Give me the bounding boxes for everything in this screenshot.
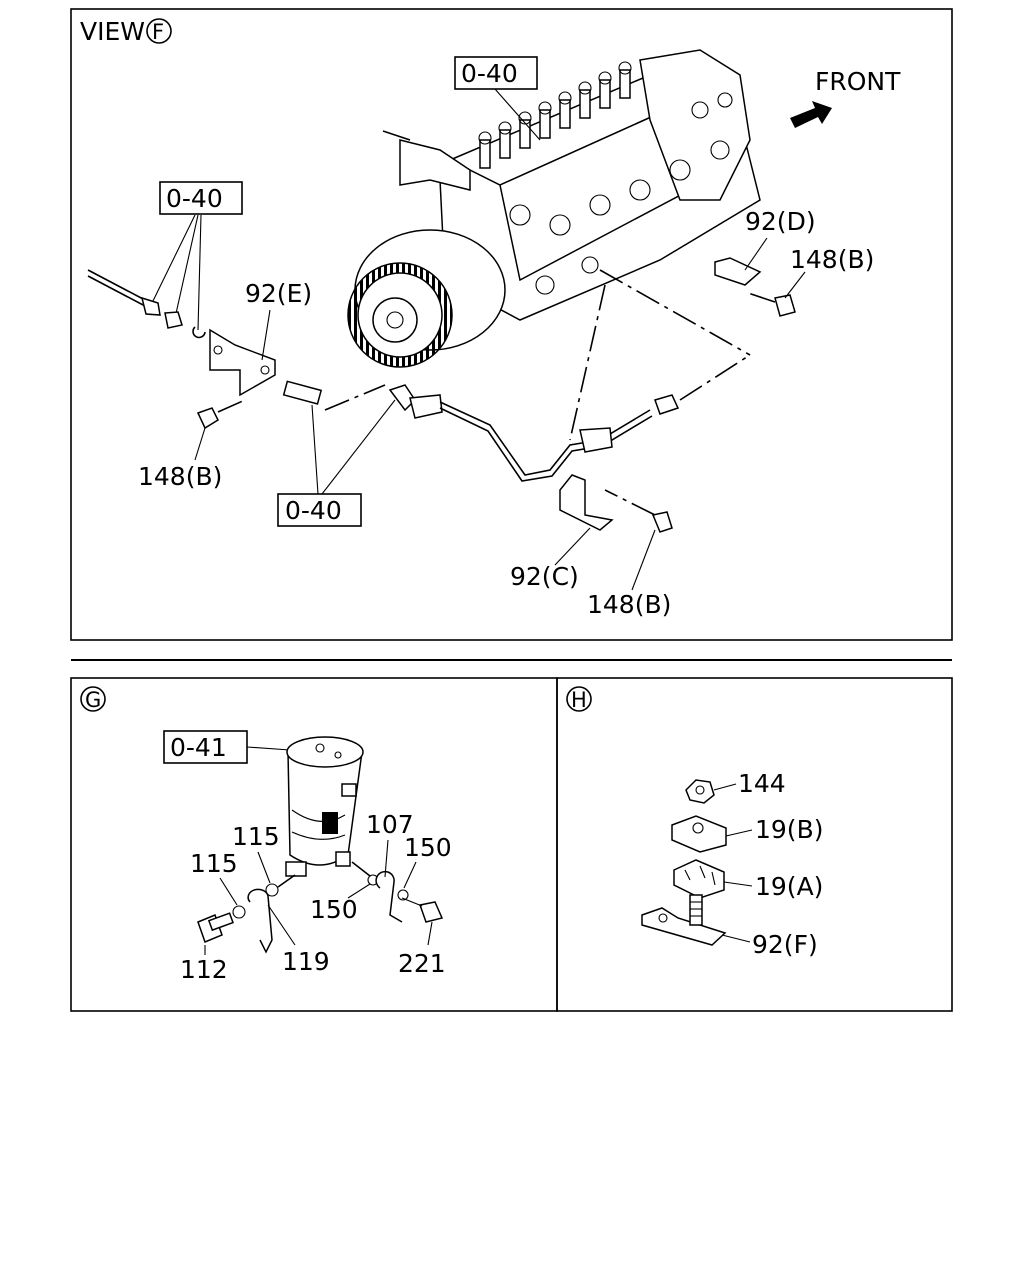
- ref-box-left: [159, 181, 243, 215]
- view-letter: F: [152, 20, 164, 44]
- callout-115-right: 115: [232, 822, 280, 851]
- front-label: FRONT: [815, 67, 901, 96]
- callout-92d: 92(D): [745, 207, 816, 236]
- panel-f-frame: [70, 8, 953, 641]
- callout-115-left: 115: [190, 849, 238, 878]
- fuel-filter: [285, 736, 364, 877]
- ref-g: 0-41: [170, 733, 227, 762]
- clip-19a: [673, 859, 725, 899]
- callout-92c: 92(C): [510, 562, 579, 591]
- callout-148b-right: 148(B): [790, 245, 874, 274]
- nut-144: [685, 779, 715, 804]
- front-arrow-icon: [790, 101, 832, 128]
- panel-h-letter: H: [571, 688, 587, 712]
- ref-top: 0-40: [461, 59, 518, 88]
- bracket-c: [559, 474, 614, 531]
- panel-g-letter-circle: [80, 686, 106, 712]
- callout-107: 107: [366, 810, 414, 839]
- panel-g-letter: G: [85, 688, 101, 712]
- callout-150-top: 150: [404, 833, 452, 862]
- callout-144: 144: [738, 769, 786, 798]
- callout-92e: 92(E): [245, 279, 312, 308]
- ref-box-bottom: [277, 493, 362, 527]
- callout-112: 112: [180, 955, 228, 984]
- callout-92f: 92(F): [752, 930, 818, 959]
- ref-bottom: 0-40: [285, 496, 342, 525]
- callout-221: 221: [398, 949, 446, 978]
- view-label: VIEW: [80, 17, 145, 46]
- panel-h-letter-circle: [566, 686, 592, 712]
- clip-19b: [671, 815, 727, 853]
- bracket-e: [209, 328, 276, 397]
- ref-left: 0-40: [166, 184, 223, 213]
- callout-148b-bottom: 148(B): [587, 590, 671, 619]
- callout-148b-left: 148(B): [138, 462, 222, 491]
- callout-19b: 19(B): [755, 815, 823, 844]
- callout-150-bottom: 150: [310, 895, 358, 924]
- injection-pump: [347, 49, 761, 368]
- view-letter-circle: [146, 18, 172, 44]
- ref-box-top: [454, 56, 538, 90]
- callout-119: 119: [282, 947, 330, 976]
- callout-19a: 19(A): [755, 872, 823, 901]
- panel-h-frame: [556, 677, 953, 1012]
- bracket-92f: [641, 907, 727, 946]
- bracket-d: [714, 257, 762, 286]
